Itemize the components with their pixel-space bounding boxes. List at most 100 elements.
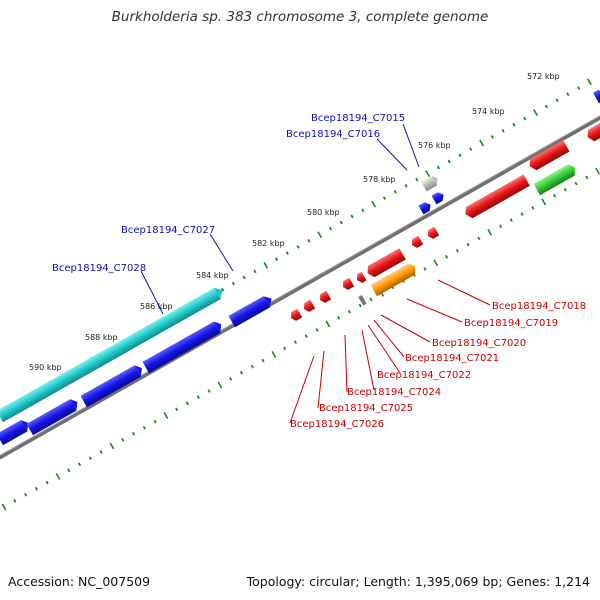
- gene-red-c7025[interactable]: [302, 299, 316, 314]
- outer-scale-tick: [339, 220, 343, 225]
- outer-scale-tick: [371, 200, 377, 208]
- inner-scale-tick: [520, 212, 524, 216]
- reverse-callouts: [289, 279, 491, 424]
- page-title: Burkholderia sp. 383 chromosome 3, compl…: [111, 9, 489, 25]
- inner-scale-tick: [88, 456, 92, 461]
- gene-blue-3[interactable]: [80, 363, 146, 408]
- gene-cyan[interactable]: [0, 285, 226, 423]
- outer-scale-tick: [436, 165, 440, 170]
- inner-scale-tick: [207, 389, 211, 393]
- inner-scale-tick: [142, 425, 146, 430]
- label-c7027[interactable]: Bcep18194_C7027: [121, 225, 215, 236]
- outer-scale-tick: [469, 147, 473, 152]
- outer-scale-tick: [425, 170, 431, 178]
- gene-blue-edge[interactable]: [593, 88, 600, 104]
- outer-scale-tick: [501, 129, 505, 133]
- gene-green[interactable]: [533, 162, 579, 196]
- inner-scale-tick: [77, 462, 82, 467]
- inner-scale-tick: [34, 486, 38, 491]
- gene-red-c7021[interactable]: [341, 277, 355, 292]
- gene-red-long[interactable]: [463, 174, 530, 220]
- label-c7016[interactable]: Bcep18194_C7016: [286, 129, 380, 140]
- outer-scale-tick: [221, 287, 225, 292]
- gene-red-c7018[interactable]: [365, 248, 406, 279]
- outer-scale-tick: [523, 116, 527, 121]
- gene-red-small-a[interactable]: [410, 235, 424, 250]
- outer-scale-tick: [317, 231, 323, 239]
- inner-scale-tick: [574, 181, 578, 186]
- inner-scale-tick: [229, 376, 233, 381]
- gene-red-edge[interactable]: [585, 122, 600, 143]
- inner-scale-tick: [293, 340, 298, 345]
- inner-scale-tick: [466, 242, 470, 247]
- scale-label-586: 586 kbp: [140, 302, 173, 311]
- inner-scale-tick: [477, 236, 481, 241]
- inner-scale-tick: [55, 473, 61, 480]
- outer-scale-tick: [447, 159, 451, 164]
- outer-scale-tick: [587, 78, 592, 86]
- inner-scale-tick: [131, 431, 136, 436]
- inner-scale-tick: [487, 228, 493, 236]
- inner-scale-tick: [24, 492, 28, 497]
- inner-scale-tick: [315, 328, 319, 332]
- inner-scale-tick: [283, 346, 287, 351]
- inner-scale-tick: [1, 503, 7, 511]
- scale-label-588: 588 kbp: [85, 333, 118, 342]
- gene-gray[interactable]: [421, 174, 440, 192]
- outer-scale-tick: [263, 261, 269, 269]
- inner-scale-tick: [552, 193, 557, 198]
- outer-scale-tick: [404, 183, 408, 188]
- reverse-genes: [289, 122, 600, 323]
- forward-labels: Bcep18194_C7015 Bcep18194_C7016 Bcep1819…: [52, 113, 405, 274]
- gene-red-2[interactable]: [527, 140, 570, 172]
- gene-blue-small-1[interactable]: [418, 200, 433, 215]
- label-c7025[interactable]: Bcep18194_C7025: [319, 403, 413, 414]
- gene-red-small-b[interactable]: [426, 226, 440, 241]
- outer-scale-tick: [555, 98, 559, 103]
- outer-scale-tick: [415, 177, 419, 182]
- inner-scale-tick: [337, 315, 341, 320]
- outer-scale-tick: [533, 109, 538, 116]
- label-c7026[interactable]: Bcep18194_C7026: [290, 419, 384, 430]
- inner-scale-tick: [358, 303, 362, 308]
- gene-orange[interactable]: [370, 261, 419, 297]
- outer-scale-tick: [393, 190, 397, 194]
- label-c7018[interactable]: Bcep18194_C7018: [492, 301, 586, 312]
- label-c7028[interactable]: Bcep18194_C7028: [52, 263, 146, 274]
- label-c7019[interactable]: Bcep18194_C7019: [464, 318, 558, 329]
- scale-labels: 572 kbp 574 kbp 576 kbp 578 kbp 580 kbp …: [29, 72, 560, 372]
- label-c7020[interactable]: Bcep18194_C7020: [432, 338, 526, 349]
- inner-scale-tick: [261, 358, 265, 363]
- inner-scale-tick: [239, 370, 244, 375]
- gene-gray-small[interactable]: [358, 295, 367, 306]
- label-c7015[interactable]: Bcep18194_C7015: [311, 113, 405, 124]
- gene-red-c7026[interactable]: [289, 308, 303, 323]
- inner-scale-tick: [325, 320, 331, 328]
- genome-summary-text: Topology: circular; Length: 1,395,069 bp…: [246, 574, 590, 589]
- forward-callouts: [140, 123, 420, 315]
- label-c7024[interactable]: Bcep18194_C7024: [347, 387, 441, 398]
- scale-label-574: 574 kbp: [472, 107, 505, 116]
- gene-red-c7020[interactable]: [355, 271, 367, 285]
- outer-scale-tick: [350, 214, 354, 219]
- inner-scale-tick: [196, 395, 200, 399]
- label-c7021[interactable]: Bcep18194_C7021: [405, 353, 499, 364]
- inner-scale-tick: [304, 334, 308, 338]
- gene-blue-4[interactable]: [142, 319, 225, 374]
- label-c7022[interactable]: Bcep18194_C7022: [377, 370, 471, 381]
- outer-scale-tick: [242, 275, 246, 280]
- gene-blue-2[interactable]: [26, 397, 81, 436]
- gene-blue-small-2[interactable]: [431, 190, 446, 205]
- scale-label-582: 582 kbp: [252, 239, 285, 248]
- gene-blue-5[interactable]: [228, 293, 275, 328]
- gene-blue-1[interactable]: [0, 418, 32, 446]
- inner-scale-tick: [423, 267, 427, 271]
- inner-scale-tick: [369, 297, 373, 302]
- inner-scale-tick: [444, 254, 449, 259]
- gene-red-c7024[interactable]: [318, 290, 332, 305]
- chromosome-axis: [0, 115, 600, 460]
- forward-genes: [0, 88, 600, 446]
- inner-scale-tick: [498, 224, 503, 229]
- scale-label-572: 572 kbp: [527, 72, 560, 81]
